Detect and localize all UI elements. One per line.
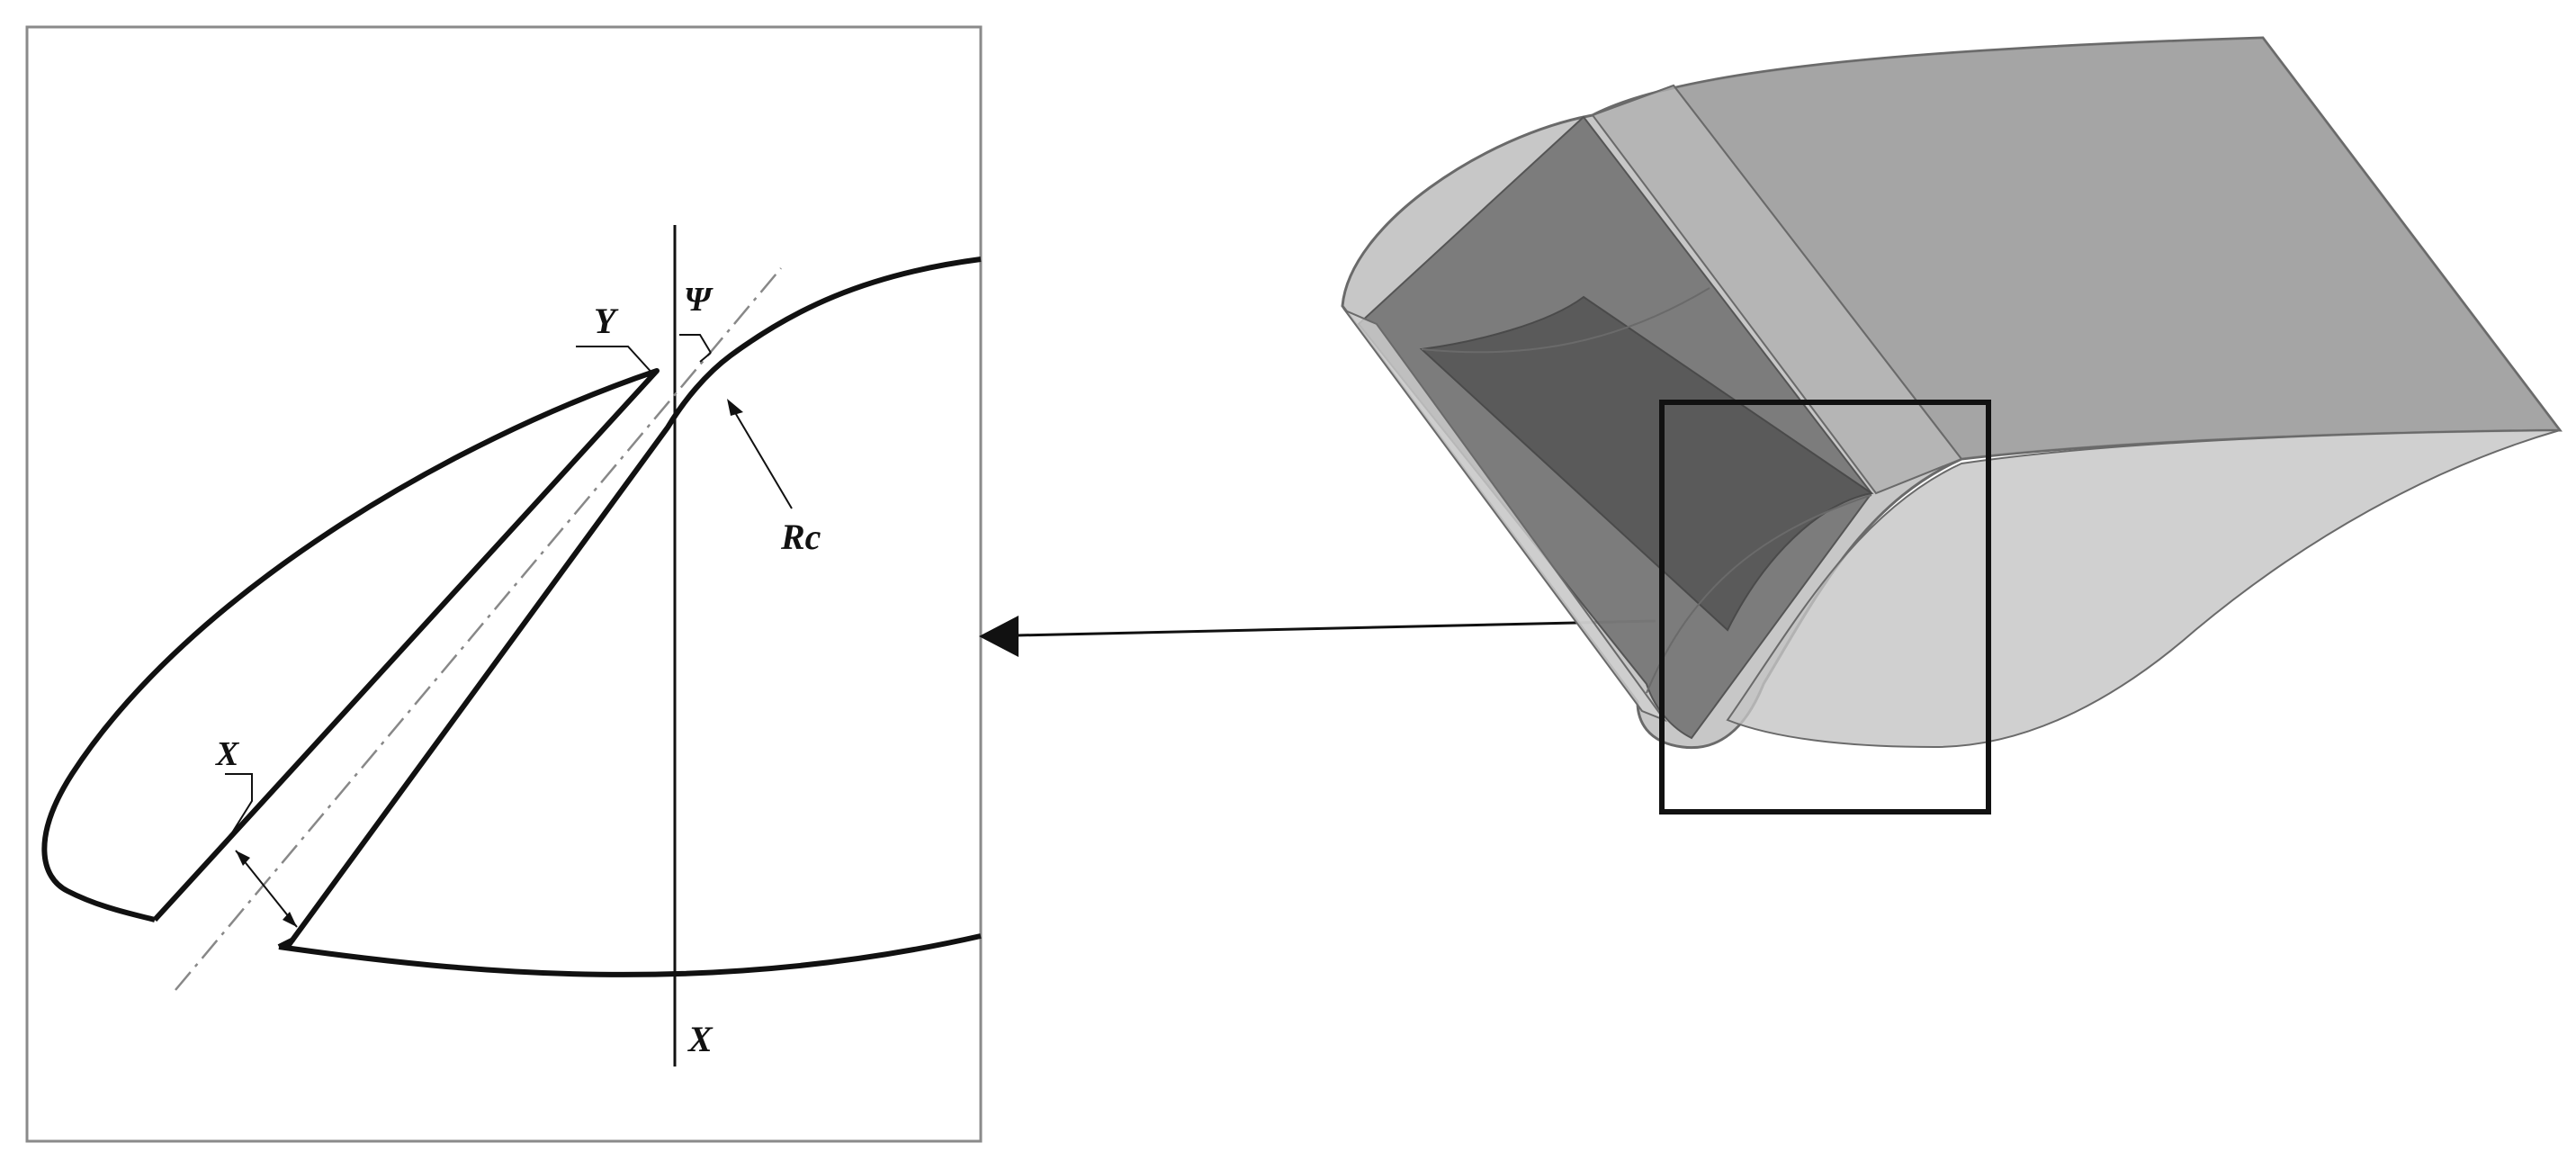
slot-curve-upper (1421, 287, 1710, 354)
pointer-arrow (979, 616, 1656, 657)
y-leader (576, 346, 656, 377)
slot-curve-lower (1646, 494, 1872, 694)
label-x-slot: X (215, 735, 240, 773)
slat-profile (41, 368, 660, 922)
detail-panel: Y Ψ Rc X X (25, 25, 983, 1143)
rc-arrowhead (727, 399, 743, 416)
main-element-lower-surface (278, 933, 982, 977)
label-rc: Rc (780, 517, 821, 557)
pointer-arrow-shaft (1016, 619, 1656, 637)
highlight-box (1659, 400, 1991, 814)
main-element-upper-surface (283, 256, 982, 950)
label-y: Y (594, 301, 619, 341)
slot-width-arrow-b (283, 912, 297, 927)
wing-section-3d (1341, 36, 2563, 814)
wing-upper-surface (1592, 36, 2562, 461)
slat-front-face (1419, 295, 1874, 632)
x-leader (225, 773, 253, 838)
label-psi: Ψ (684, 281, 714, 319)
slot-width-dimension (235, 850, 298, 928)
detail-panel-frame (25, 25, 983, 1143)
label-x-axis: X (687, 1019, 714, 1059)
slat-top-strip (1591, 84, 1963, 495)
slot-centerline (175, 267, 782, 991)
psi-angle-marks (679, 334, 712, 363)
slot-width-arrow-a (236, 850, 250, 866)
rc-leader (730, 404, 793, 509)
main-element-lower-lobe (1726, 429, 2561, 749)
slot-tip (277, 937, 295, 950)
pointer-arrowhead (979, 616, 1019, 657)
